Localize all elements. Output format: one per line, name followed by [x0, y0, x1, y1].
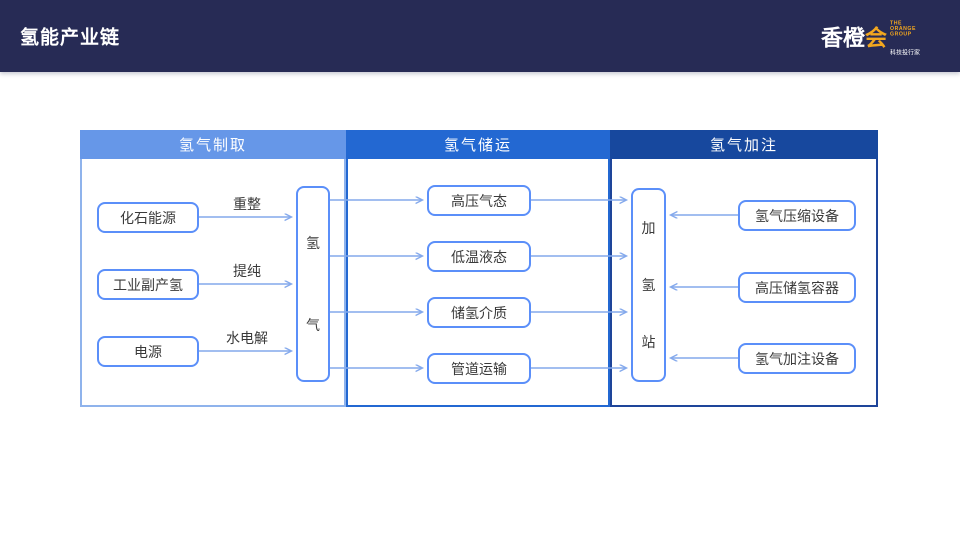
node-industrial-byproduct-hydrogen: 工业副产氢	[97, 269, 199, 300]
node-pipeline-transport: 管道运输	[427, 353, 531, 384]
logo-group-line: ORANGE	[890, 25, 916, 32]
logo-tagline: 科技投行家	[890, 49, 920, 56]
node-storage-medium: 储氢介质	[427, 297, 531, 328]
logo-caption: THE ORANGE GROUP 科技投行家	[890, 13, 940, 59]
section-header-storage: 氢气储运	[346, 130, 610, 159]
logo-brand-white: 香橙	[820, 25, 865, 50]
logo-brand-text: 香橙会	[821, 20, 887, 52]
node-fossil-energy: 化石能源	[97, 202, 199, 233]
title-bar: 氢能产业链 香橙会 THE ORANGE GROUP 科技投行家	[0, 0, 960, 72]
hydrogen-char: 氢	[306, 235, 320, 251]
orange-group-logo: 香橙会 THE ORANGE GROUP 科技投行家	[821, 13, 940, 59]
section-header-production: 氢气制取	[80, 130, 346, 159]
node-high-pressure-gas: 高压气态	[427, 185, 531, 216]
label-water-electrolysis: 水电解	[226, 330, 268, 346]
node-refueling-equipment: 氢气加注设备	[738, 343, 856, 374]
station-char: 加	[641, 220, 656, 237]
station-char: 站	[641, 333, 656, 350]
page-title: 氢能产业链	[20, 27, 121, 49]
logo-group-line: GROUP	[890, 31, 912, 37]
logo-group-name: THE ORANGE GROUP	[890, 21, 916, 37]
label-purification: 提纯	[233, 263, 261, 279]
node-storage-container: 高压储氢容器	[738, 272, 856, 303]
station-char: 氢	[641, 276, 656, 293]
label-reforming: 重整	[233, 196, 261, 212]
hydrogen-char: 气	[306, 317, 320, 333]
node-compression-equipment: 氢气压缩设备	[738, 200, 856, 231]
section-header-refueling: 氢气加注	[610, 130, 878, 159]
logo-brand-orange: 会	[864, 25, 887, 50]
node-power-source: 电源	[97, 336, 199, 367]
logo-group-line: THE	[890, 20, 902, 27]
node-low-temp-liquid: 低温液态	[427, 241, 531, 272]
node-refueling-station: 加 氢 站	[631, 188, 666, 382]
node-hydrogen-gas: 氢 气	[296, 186, 330, 382]
